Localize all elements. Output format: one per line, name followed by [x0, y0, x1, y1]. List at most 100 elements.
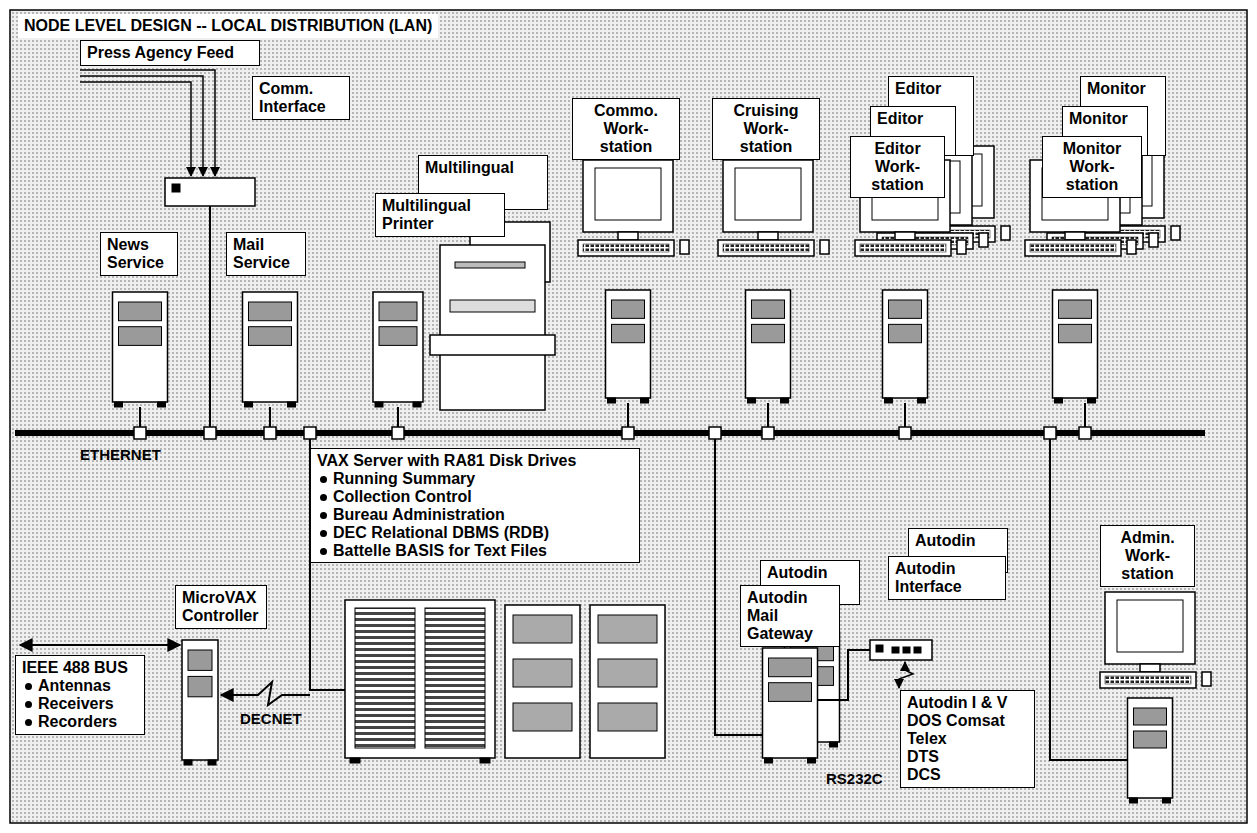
tower-foot	[1055, 398, 1063, 403]
drive-bay	[188, 650, 212, 670]
drive-bay	[1059, 324, 1092, 342]
keyboard-keys	[723, 244, 809, 252]
louver-panel	[355, 608, 415, 748]
monitor-stand	[1140, 664, 1160, 672]
mouse	[979, 233, 988, 247]
ethernet-tap	[762, 427, 774, 439]
indicator	[892, 647, 899, 653]
node-label: Autodin	[767, 564, 853, 582]
label-box: Cruising Work- station	[712, 98, 820, 160]
tower-foot	[375, 402, 383, 407]
node-label: Monitor	[1069, 110, 1141, 128]
indicator	[914, 647, 921, 653]
monitor	[1105, 592, 1195, 664]
ethernet-tap	[264, 427, 276, 439]
monitor-stand	[1065, 232, 1085, 240]
drive-bay	[769, 683, 812, 702]
monitor-stand	[895, 232, 915, 240]
bullet	[25, 701, 32, 708]
frame	[10, 10, 1247, 823]
tower-foot	[413, 402, 421, 407]
tower-foot	[918, 398, 926, 403]
paper-slot	[450, 300, 535, 312]
label-box: Comm. Interface	[252, 76, 350, 120]
list-item: Running Summary	[317, 470, 633, 488]
node-label: Autodin I & V	[907, 694, 1028, 712]
keyboard	[1100, 672, 1196, 688]
label-box: Autodin Mail Gateway	[740, 585, 840, 647]
drive-bay	[119, 327, 162, 346]
disk-cabinet	[590, 605, 665, 758]
computer-tower	[1128, 698, 1173, 798]
node-label: MicroVAX Controller	[182, 589, 260, 625]
label-box: IEEE 488 BUSAntennasReceiversRecorders	[15, 655, 145, 735]
computer-tower	[373, 292, 423, 402]
ieee-bus-arrow	[20, 644, 180, 646]
list-item: Antennas	[22, 677, 138, 695]
ethernet-tap	[204, 427, 216, 439]
keyboard	[855, 240, 951, 256]
label-box: Press Agency Feed	[80, 40, 260, 66]
ethernet-tap	[392, 427, 404, 439]
label-box: Commo. Work- station	[572, 98, 680, 160]
monitor-stand	[618, 232, 638, 240]
bullet	[320, 476, 327, 483]
tower-foot	[184, 760, 192, 765]
disk-cabinet	[505, 605, 580, 758]
label-box: News Service	[100, 232, 178, 276]
disk-drive	[598, 703, 657, 731]
drive-bay	[889, 300, 922, 318]
mouse	[680, 240, 689, 254]
drive-bay	[752, 300, 785, 318]
computer-tower	[606, 290, 651, 398]
node-label: Autodin Mail Gateway	[747, 589, 833, 643]
drive-bay	[119, 302, 162, 321]
bullet	[320, 548, 327, 555]
diagram-title: NODE LEVEL DESIGN -- LOCAL DISTRIBUTION …	[18, 14, 438, 38]
node-label: Multilingual	[425, 159, 541, 177]
comm-device	[165, 178, 255, 206]
indicator	[172, 184, 180, 192]
list-item: DCS	[907, 766, 1028, 784]
node-label: Cruising Work- station	[719, 102, 813, 156]
tower-foot	[288, 402, 296, 407]
list-item: DEC Relational DBMS (RDB)	[317, 524, 633, 542]
drive-bay	[249, 302, 292, 321]
keyboard	[578, 240, 674, 256]
label-box: Monitor Work- station	[1042, 136, 1142, 198]
list-item: Receivers	[22, 695, 138, 713]
drop-cable	[715, 433, 762, 735]
monitor-screen	[595, 168, 661, 220]
label-box: MicroVAX Controller	[175, 585, 267, 629]
ethernet-tap	[899, 427, 911, 439]
node-label: News Service	[107, 236, 171, 272]
bullet	[25, 683, 32, 690]
keyboard	[718, 240, 814, 256]
cabinet-foot	[480, 758, 490, 763]
disk-drive	[513, 659, 572, 687]
node-label: VAX Server with RA81 Disk Drives	[317, 452, 633, 470]
mouse	[1149, 233, 1158, 247]
computer-tower	[113, 292, 168, 402]
monitor	[583, 160, 673, 232]
node-label: Admin. Work- station	[1107, 529, 1188, 583]
keyboard-keys	[583, 244, 669, 252]
monitor-screen	[735, 168, 801, 220]
list-item: Recorders	[22, 713, 138, 731]
ethernet-cable	[15, 430, 1205, 436]
bullet	[25, 719, 32, 726]
node-label: Multilingual Printer	[382, 197, 498, 233]
louver-panel	[425, 608, 485, 748]
ethernet-tap	[622, 427, 634, 439]
drive-bay	[1134, 708, 1167, 725]
drive-bay	[1059, 300, 1092, 318]
list-item: Telex	[907, 730, 1028, 748]
printer-body	[440, 245, 545, 410]
connection-label: DECNET	[238, 710, 304, 727]
keyboard-keys	[860, 244, 946, 252]
computer-tower	[243, 292, 298, 402]
ethernet-tap	[134, 427, 146, 439]
label-box: Mail Service	[226, 232, 306, 276]
disk-drive	[598, 615, 657, 643]
tower-foot	[115, 402, 123, 407]
